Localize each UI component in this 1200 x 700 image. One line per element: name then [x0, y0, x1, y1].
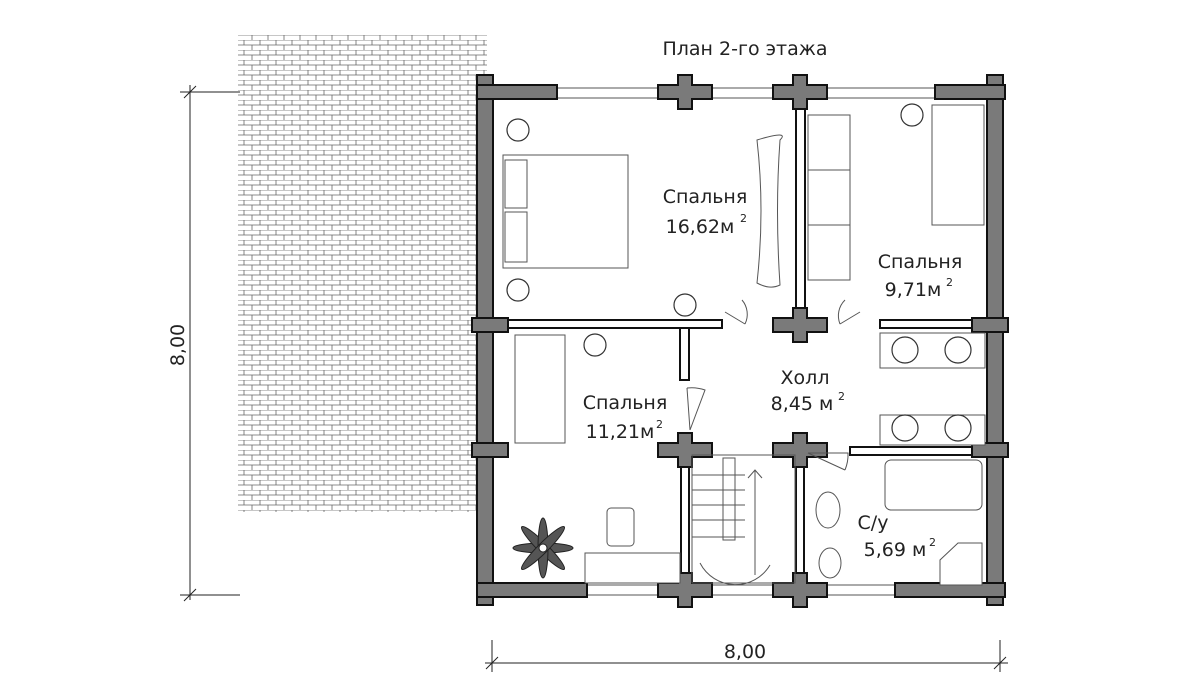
room-area: 9,71м: [885, 279, 942, 301]
plants: [506, 103, 972, 442]
doors: [686, 299, 861, 471]
room-area: 8,45 м: [771, 393, 834, 415]
room-name: Холл: [781, 367, 830, 389]
wall-posts: [471, 74, 1009, 608]
room-area-sup: 2: [929, 536, 936, 549]
wardrobe: [807, 114, 851, 281]
dimension-horizontal: 8,00: [485, 640, 1008, 672]
palm-plant: [512, 517, 574, 579]
single-bed-right: [931, 104, 985, 226]
room-label-hall: Холл 8,45 м 2: [771, 367, 845, 415]
room-label-bedroom-3: Спальня 11,21м 2: [583, 392, 668, 443]
toilet: [818, 547, 842, 579]
dimension-height-label: 8,00: [167, 324, 189, 366]
plan-title: План 2-го этажа: [662, 38, 827, 60]
bathtub: [884, 459, 983, 511]
shower: [939, 542, 983, 586]
furniture: [502, 103, 986, 586]
tv-stand: [756, 134, 783, 288]
stairs: [691, 454, 796, 586]
single-bed-left: [514, 334, 566, 444]
room-area-sup: 2: [946, 276, 953, 289]
terrace-hatch: [238, 35, 487, 512]
room-area-sup: 2: [838, 390, 845, 403]
room-area-sup: 2: [740, 212, 747, 225]
room-name: Спальня: [878, 251, 963, 273]
desk: [584, 552, 681, 584]
room-area: 16,62м: [666, 216, 735, 238]
dimension-width-label: 8,00: [724, 641, 766, 663]
room-area-sup: 2: [656, 418, 663, 431]
room-area: 5,69 м: [864, 539, 927, 561]
room-label-bathroom: С/у 5,69 м 2: [858, 512, 936, 561]
room-label-bedroom-1: Спальня 16,62м 2: [663, 186, 748, 238]
dimension-vertical: 8,00: [167, 85, 240, 602]
room-label-bedroom-2: Спальня 9,71м 2: [878, 251, 963, 301]
room-area: 11,21м: [586, 421, 655, 443]
room-name: С/у: [858, 512, 889, 534]
outer-walls: [476, 74, 1006, 606]
room-name: Спальня: [583, 392, 668, 414]
chair: [606, 507, 635, 547]
room-name: Спальня: [663, 186, 748, 208]
sink: [815, 491, 841, 529]
